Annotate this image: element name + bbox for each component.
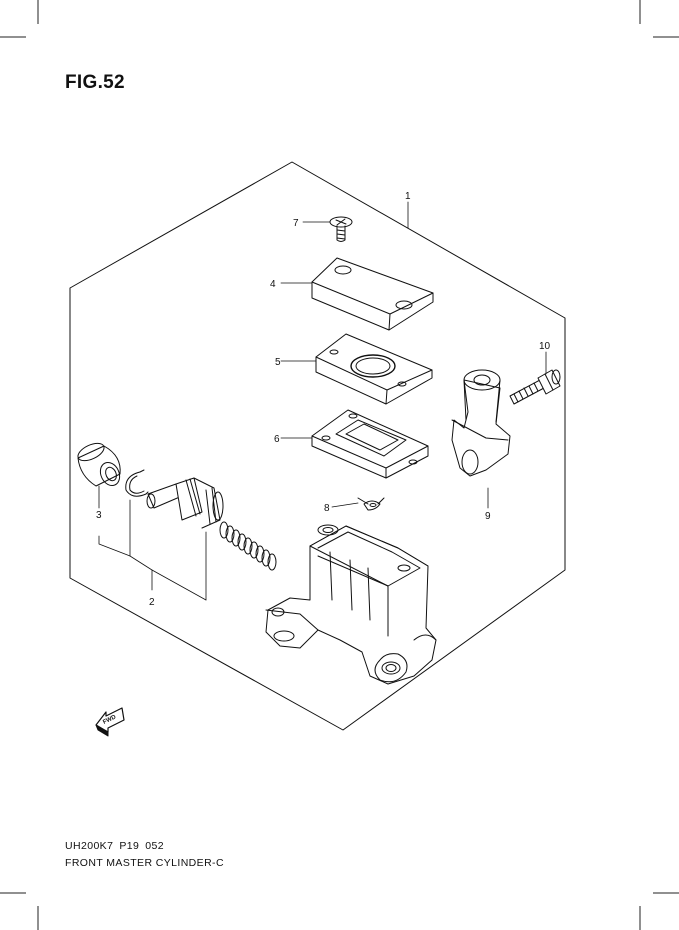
- callout-10: 10: [539, 341, 551, 352]
- callout-9: 9: [485, 511, 491, 522]
- callout-7: 7: [293, 218, 299, 229]
- circlip-part: [125, 469, 149, 497]
- reservoir-cap-part: [311, 257, 434, 331]
- boot-part: [77, 442, 121, 487]
- diaphragm-part: [311, 409, 429, 479]
- page-ref: P19: [119, 840, 140, 852]
- callout-5: 5: [275, 357, 281, 368]
- figure-code: 052: [145, 840, 164, 852]
- callout-4: 4: [270, 279, 276, 290]
- assembly-outline: [69, 161, 566, 731]
- callout-2: 2: [149, 597, 155, 608]
- figure-title: FIG.52: [65, 72, 125, 93]
- fwd-arrow-icon: [95, 707, 125, 737]
- damper-part: [357, 497, 385, 511]
- callout-6: 6: [274, 434, 280, 445]
- model-code: UH200K7: [65, 840, 114, 852]
- fwd-label: FWD: [102, 714, 118, 726]
- holder-part: [451, 369, 511, 477]
- master-cylinder-body: [265, 524, 437, 685]
- callout-1: 1: [405, 191, 411, 202]
- callout-8: 8: [324, 503, 330, 514]
- leader-lines: [98, 201, 547, 601]
- cap-screw-part: [329, 216, 353, 242]
- footer-code-line: UH200K7 P19 052: [65, 840, 164, 852]
- cap-plate-part: [315, 333, 433, 405]
- piston-set-part: [146, 477, 277, 571]
- footer-caption: FRONT MASTER CYLINDER-C: [65, 857, 224, 869]
- holder-bolt-part: [509, 369, 561, 405]
- callout-3: 3: [96, 510, 102, 521]
